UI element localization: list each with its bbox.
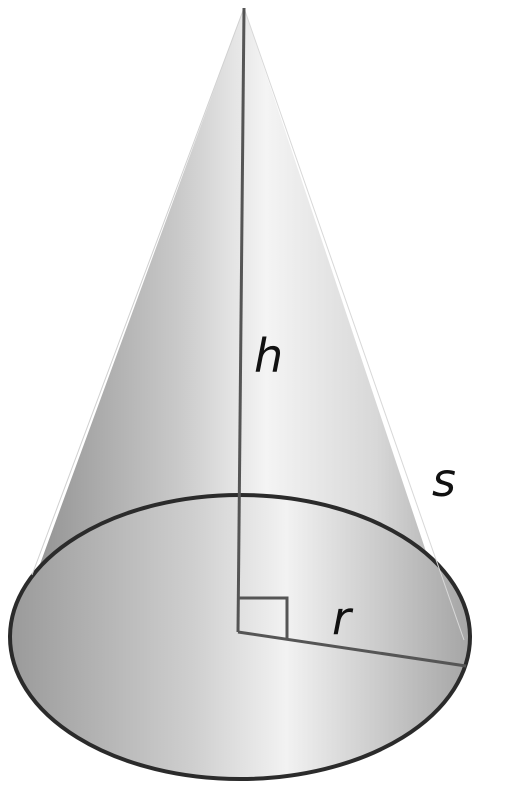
right-angle-marker (238, 596, 289, 638)
height-label: h (254, 329, 283, 383)
slant-height-label: s (432, 453, 456, 507)
height-line (236, 7, 246, 633)
cone-left-edge (31, 7, 245, 576)
cone-right-edge (243, 7, 465, 641)
radius-line (237, 630, 467, 668)
radius-label: r (332, 591, 354, 645)
